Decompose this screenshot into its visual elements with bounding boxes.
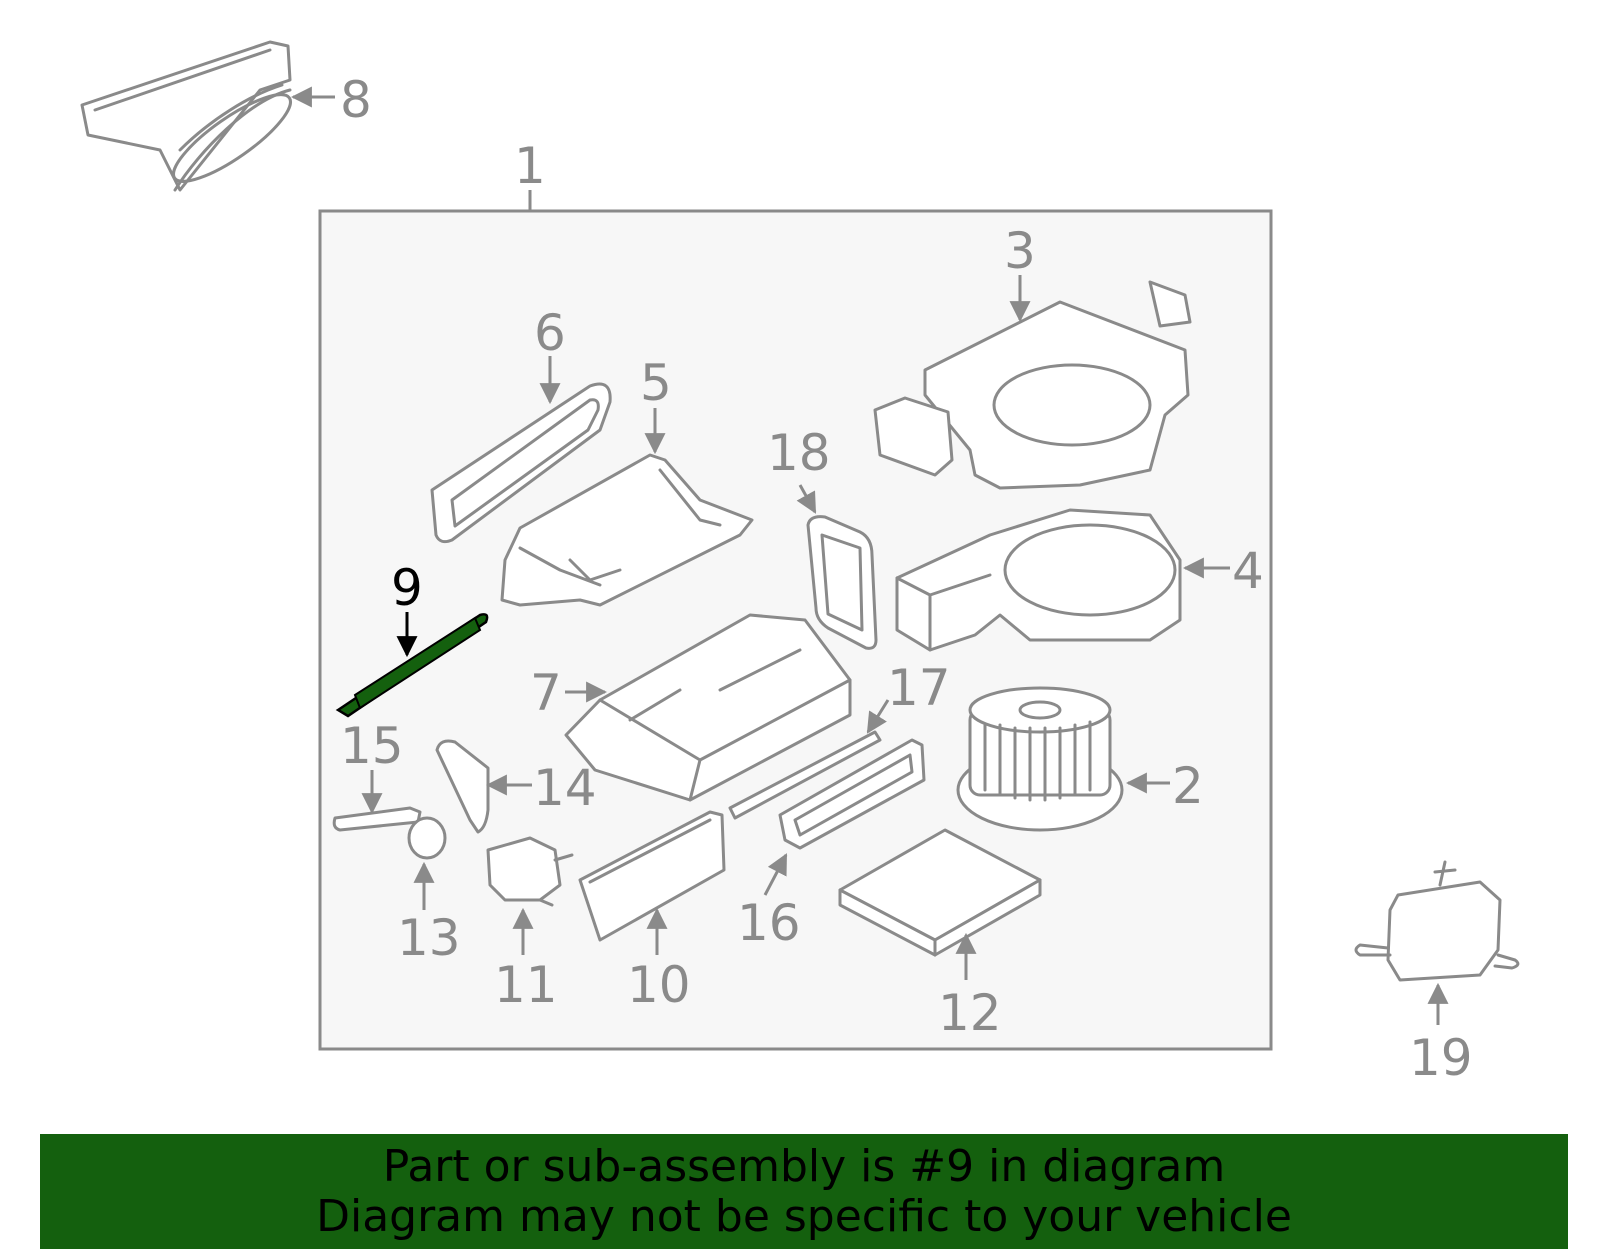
- callout-9: 9: [391, 559, 423, 617]
- part-5-upper-case: [500, 453, 754, 607]
- callout-13: 13: [397, 909, 461, 967]
- part-7-evaporator-case: [564, 613, 852, 802]
- callout-6: 6: [534, 304, 566, 362]
- info-banner: Part or sub-assembly is #9 in diagram Di…: [40, 1134, 1568, 1249]
- part-19-module: [1354, 860, 1520, 982]
- part-4-blower-housing: [895, 508, 1182, 652]
- callout-16: 16: [737, 894, 801, 952]
- part-14-flap: [435, 739, 490, 834]
- callout-1: 1: [514, 137, 546, 195]
- callout-2: 2: [1172, 757, 1204, 815]
- part-6-seal: [430, 382, 612, 544]
- banner-line-2: Diagram may not be specific to your vehi…: [316, 1191, 1292, 1242]
- callout-10: 10: [627, 956, 691, 1014]
- callout-11: 11: [494, 956, 558, 1014]
- part-9-highlighted: [335, 613, 489, 718]
- banner-line-1: Part or sub-assembly is #9 in diagram: [382, 1141, 1226, 1192]
- part-18-gasket: [806, 515, 878, 650]
- callout-18: 18: [767, 424, 831, 482]
- callout-7: 7: [530, 664, 562, 722]
- part-16-frame: [778, 738, 926, 850]
- part-8-duct: [80, 40, 292, 192]
- part-13-cap: [407, 816, 447, 860]
- callout-14: 14: [533, 759, 597, 817]
- part-12-cabin-filter: [838, 828, 1042, 957]
- part-11-actuator: [486, 836, 574, 907]
- callout-17: 17: [887, 659, 951, 717]
- callout-12: 12: [938, 984, 1002, 1042]
- callout-8: 8: [340, 71, 372, 129]
- callout-15: 15: [340, 717, 404, 775]
- callout-3: 3: [1004, 222, 1036, 280]
- part-17-rod: [728, 730, 882, 820]
- part-15-rod: [332, 806, 422, 832]
- callout-4: 4: [1232, 542, 1264, 600]
- part-3-blower-case: [873, 280, 1192, 490]
- part-2-blower-motor: [956, 686, 1124, 832]
- callout-5: 5: [640, 354, 672, 412]
- callout-19: 19: [1409, 1029, 1473, 1087]
- part-10-filter-cover: [578, 810, 726, 942]
